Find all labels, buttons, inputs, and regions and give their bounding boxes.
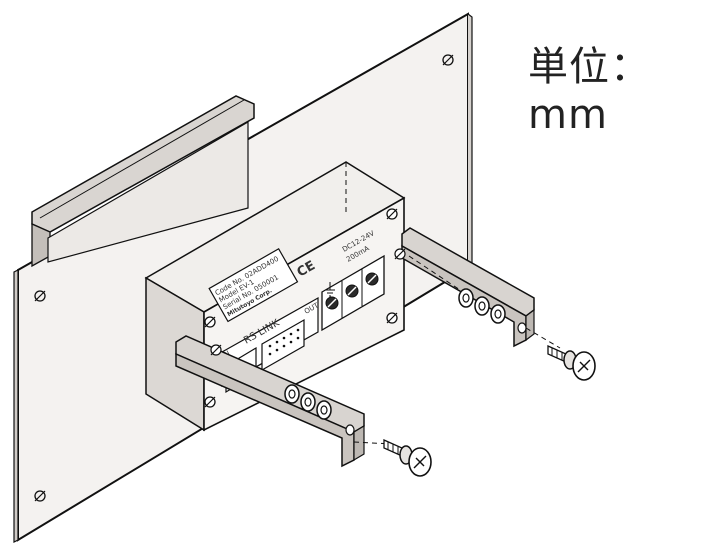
mounting-screw-right xyxy=(547,344,596,381)
model-label-plate: Code No. 02ADD400 Model EV-1 Serial No. … xyxy=(208,248,299,323)
mounting-screw-left xyxy=(383,438,432,477)
rs-link-out-port xyxy=(261,318,305,372)
spring-washers-left xyxy=(284,384,355,436)
power-terminal-block xyxy=(321,254,385,332)
rear-screw-top-left xyxy=(204,316,216,328)
terminal-screw-ground xyxy=(325,296,339,310)
unit-label: 単位：mm xyxy=(528,44,651,138)
rear-screw-bottom-right xyxy=(386,312,398,324)
mounting-bracket-right xyxy=(394,227,561,349)
panel-screw-top-right xyxy=(442,54,454,66)
ground-symbol-icon xyxy=(325,282,335,297)
rear-screw-top-right xyxy=(386,208,398,220)
rear-screw-bottom-left xyxy=(204,396,216,408)
spring-washers-right xyxy=(458,288,527,334)
terminal-screw-positive xyxy=(365,272,379,286)
panel-screw-top-left xyxy=(34,290,46,302)
rs-link-connector-area: RS LINK IN OUT xyxy=(221,296,321,394)
panel-screw-bottom-left xyxy=(34,490,46,502)
terminal-screw-negative xyxy=(345,284,359,298)
front-bezel xyxy=(31,95,255,268)
